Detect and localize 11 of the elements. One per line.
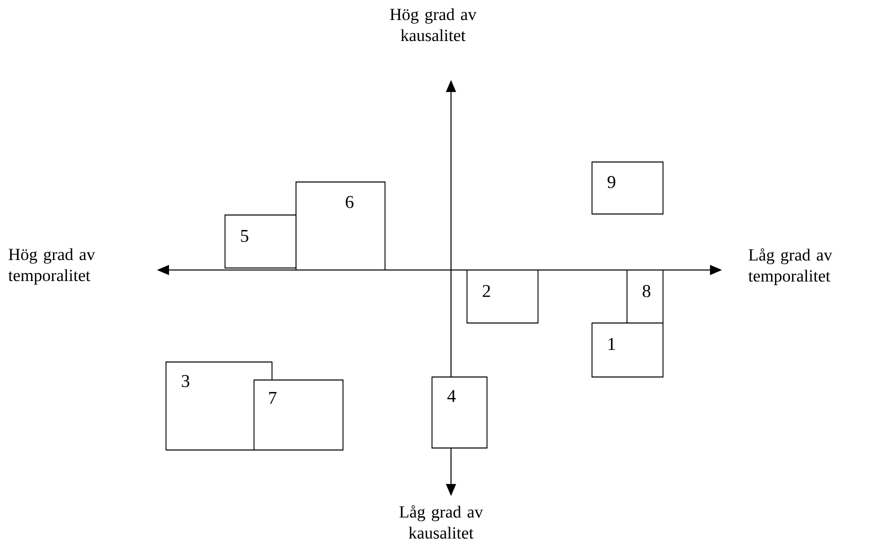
number-box: 4 (432, 376, 488, 448)
number-box: 2 (466, 270, 538, 324)
number-box: 8 (626, 270, 664, 324)
number-box: 5 (224, 214, 296, 268)
number-box: 7 (254, 380, 344, 450)
number-box: 9 (592, 162, 664, 214)
axis-label: Låg grad av kausalitet (399, 505, 484, 539)
number-box: 1 (592, 322, 664, 378)
axis-label: Hög grad av temporalitet (8, 248, 96, 285)
axis-label: Hög grad av kausalitet (390, 8, 476, 42)
axis-label: Låg grad av temporalitet (748, 248, 832, 286)
